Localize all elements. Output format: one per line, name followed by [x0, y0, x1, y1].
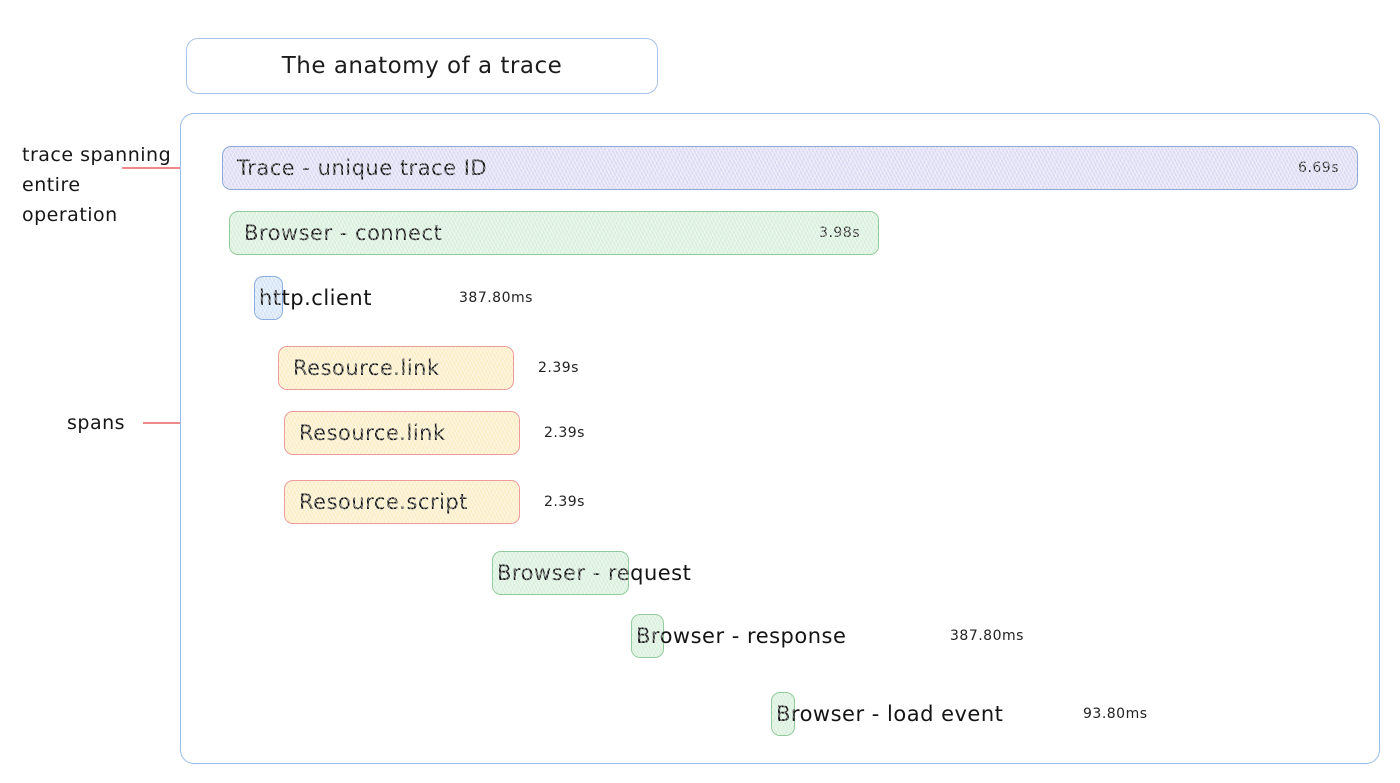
span-label: Browser - connect: [244, 221, 443, 245]
trace-row: Resource.link 2.39s: [181, 411, 1371, 455]
annotation-trace-leader-line: [122, 167, 200, 169]
span-duration: 93.80ms: [1083, 706, 1148, 722]
trace-row: Resource.script 2.39s: [181, 480, 1371, 524]
annotation-spans-leader-line: [143, 422, 215, 424]
span-label: Resource.script: [299, 490, 468, 514]
trace-row: Trace - unique trace ID 6.69s: [181, 146, 1371, 190]
span-bar[interactable]: http.client: [254, 276, 371, 320]
span-bar[interactable]: Browser - connect 3.98s: [229, 211, 879, 255]
page-title: The anatomy of a trace: [281, 53, 563, 79]
span-duration: 387.80ms: [950, 628, 1024, 644]
span-label: Browser - request: [497, 561, 692, 585]
span-duration: 3.98s: [819, 225, 860, 241]
trace-row: Browser - load event 93.80ms: [181, 692, 1371, 736]
span-bar[interactable]: Browser - load event: [771, 692, 1003, 736]
span-duration: 2.39s: [544, 425, 585, 441]
trace-row: Browser - connect 3.98s: [181, 211, 1371, 255]
span-duration: 2.39s: [544, 494, 585, 510]
annotation-trace-label: trace spanning entire operation: [22, 144, 172, 226]
span-label: Trace - unique trace ID: [237, 156, 488, 180]
span-label: Resource.link: [299, 421, 446, 445]
span-bar[interactable]: Resource.link: [278, 346, 514, 390]
span-bar[interactable]: Trace - unique trace ID 6.69s: [222, 146, 1358, 190]
span-label: Browser - load event: [776, 702, 1004, 726]
trace-row: Browser - response 387.80ms: [181, 614, 1371, 658]
diagram-title-box: The anatomy of a trace: [186, 38, 658, 94]
span-duration: 2.39s: [538, 360, 579, 376]
trace-row: http.client 387.80ms: [181, 276, 1371, 320]
span-duration: 387.80ms: [459, 290, 533, 306]
span-label: http.client: [259, 286, 372, 310]
trace-row: Resource.link 2.39s: [181, 346, 1371, 390]
span-label: Browser - response: [636, 624, 847, 648]
span-bar[interactable]: Resource.link: [284, 411, 520, 455]
trace-row: Browser - request: [181, 551, 1371, 595]
span-bar[interactable]: Browser - response: [631, 614, 846, 658]
span-label: Resource.link: [293, 356, 440, 380]
span-bar[interactable]: Browser - request: [492, 551, 691, 595]
span-duration: 6.69s: [1298, 160, 1339, 176]
annotation-spans-label: spans: [67, 412, 126, 434]
span-bar[interactable]: Resource.script: [284, 480, 520, 524]
